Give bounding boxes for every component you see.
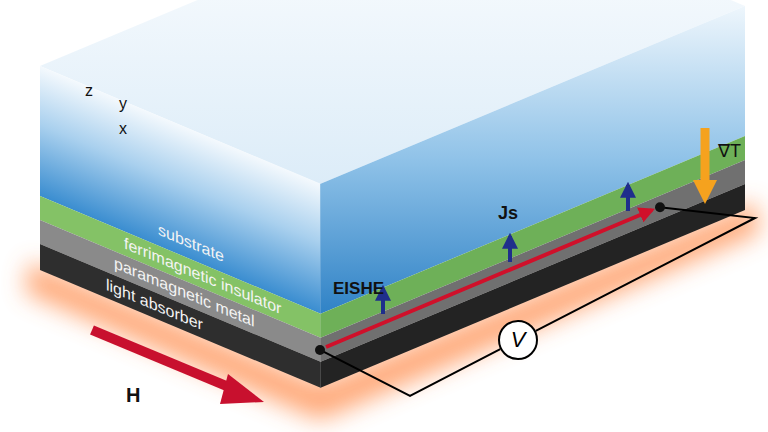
voltmeter-wire (536, 207, 755, 331)
absorber-right-face (320, 184, 745, 388)
gradient-label: ∇T (718, 142, 741, 162)
electric-field-arrow (326, 210, 652, 347)
field-label: EISHE (333, 280, 384, 299)
voltmeter-wire (320, 349, 500, 396)
temperature-gradient-arrowhead (693, 180, 717, 204)
contact-dot (655, 202, 665, 212)
magnetic-field-arrowhead (220, 374, 264, 404)
metal-right-face (320, 160, 745, 362)
meter-symbol: V (511, 327, 526, 353)
spin-current-label: Js (498, 204, 518, 224)
temperature-gradient-arrow (701, 128, 710, 182)
axis-label: z (85, 82, 93, 100)
spin-current-arrow (508, 236, 512, 262)
spin-current-arrow (626, 185, 630, 211)
field-label: H (126, 384, 140, 406)
insulator-right-face (320, 136, 745, 338)
axis-label: y (119, 95, 127, 113)
axis-label: x (119, 120, 127, 138)
voltmeter-circle: V (498, 320, 538, 360)
